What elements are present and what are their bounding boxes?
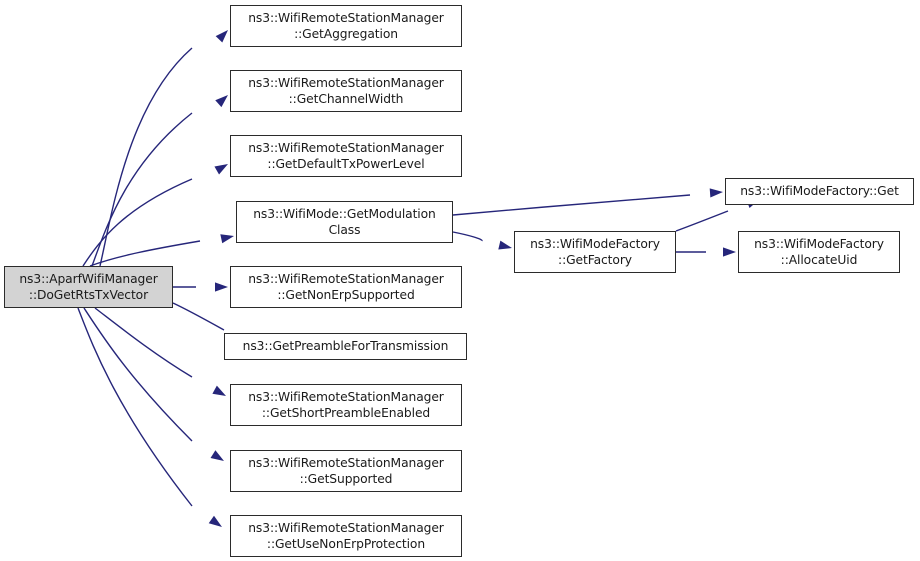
edge-getmodulationclass-to-get xyxy=(452,188,723,216)
node-wifiremotestationmanager-getdefaulttxpowerlevel[interactable]: ns3::WifiRemoteStationManager ::GetDefau… xyxy=(230,135,462,177)
node-label: ns3::WifiRemoteStationManager ::GetDefau… xyxy=(248,140,444,171)
edge-root-to-getaggregation xyxy=(99,30,228,267)
node-aparfwifimanager-dogetrtstxvector[interactable]: ns3::AparfWifiManager ::DoGetRtsTxVector xyxy=(4,266,173,308)
node-label: ns3::GetPreambleForTransmission xyxy=(242,339,449,354)
node-wifimodefactory-allocateuid[interactable]: ns3::WifiModeFactory ::AllocateUid xyxy=(738,231,900,273)
edge-root-to-getshortpreambleenabled xyxy=(94,307,226,396)
node-label: ns3::WifiModeFactory ::AllocateUid xyxy=(754,236,884,267)
edge-root-to-getsupported xyxy=(83,307,224,461)
node-wifiremotestationmanager-getusenonerpprotection[interactable]: ns3::WifiRemoteStationManager ::GetUseNo… xyxy=(230,515,462,557)
edge-root-to-getusenonerpprotection xyxy=(77,307,222,527)
node-label: ns3::WifiRemoteStationManager ::GetShort… xyxy=(248,389,444,420)
node-wifiremotestationmanager-getsupported[interactable]: ns3::WifiRemoteStationManager ::GetSuppo… xyxy=(230,450,462,492)
node-label: ns3::WifiMode::GetModulation Class xyxy=(253,206,436,237)
edge-getfactory-to-allocateuid xyxy=(676,247,736,257)
node-wifimodefactory-getfactory[interactable]: ns3::WifiModeFactory ::GetFactory xyxy=(514,231,676,273)
node-label: ns3::WifiModeFactory ::GetFactory xyxy=(530,236,660,267)
edge-root-to-getmodulationclass xyxy=(89,234,234,267)
node-label: ns3::WifiRemoteStationManager ::GetNonEr… xyxy=(248,271,444,302)
node-wifiremotestationmanager-getchannelwidth[interactable]: ns3::WifiRemoteStationManager ::GetChann… xyxy=(230,70,462,112)
node-label: ns3::AparfWifiManager ::DoGetRtsTxVector xyxy=(19,271,158,302)
edge-root-to-getchannelwidth xyxy=(91,95,228,267)
node-wifimodefactory-get[interactable]: ns3::WifiModeFactory::Get xyxy=(725,178,914,205)
edge-getmodulationclass-to-getfactory xyxy=(452,231,512,250)
node-wifiremotestationmanager-getaggregation[interactable]: ns3::WifiRemoteStationManager ::GetAggre… xyxy=(230,5,462,47)
node-label: ns3::WifiRemoteStationManager ::GetChann… xyxy=(248,75,444,106)
node-label: ns3::WifiRemoteStationManager ::GetAggre… xyxy=(248,10,444,41)
node-label: ns3::WifiRemoteStationManager ::GetUseNo… xyxy=(248,520,444,551)
node-wifimode-getmodulationclass[interactable]: ns3::WifiMode::GetModulation Class xyxy=(236,201,453,243)
edge-root-to-getdefaulttxpowerlevel xyxy=(82,164,228,267)
node-wifiremotestationmanager-getshortpreambleenabled[interactable]: ns3::WifiRemoteStationManager ::GetShort… xyxy=(230,384,462,426)
edge-root-to-getnonerpsupported xyxy=(173,282,228,292)
node-wifiremotestationmanager-getnonerpsupported[interactable]: ns3::WifiRemoteStationManager ::GetNonEr… xyxy=(230,266,462,308)
node-label: ns3::WifiRemoteStationManager ::GetSuppo… xyxy=(248,455,444,486)
node-label: ns3::WifiModeFactory::Get xyxy=(740,184,899,199)
node-getpreamblefortransmission[interactable]: ns3::GetPreambleForTransmission xyxy=(224,333,467,360)
